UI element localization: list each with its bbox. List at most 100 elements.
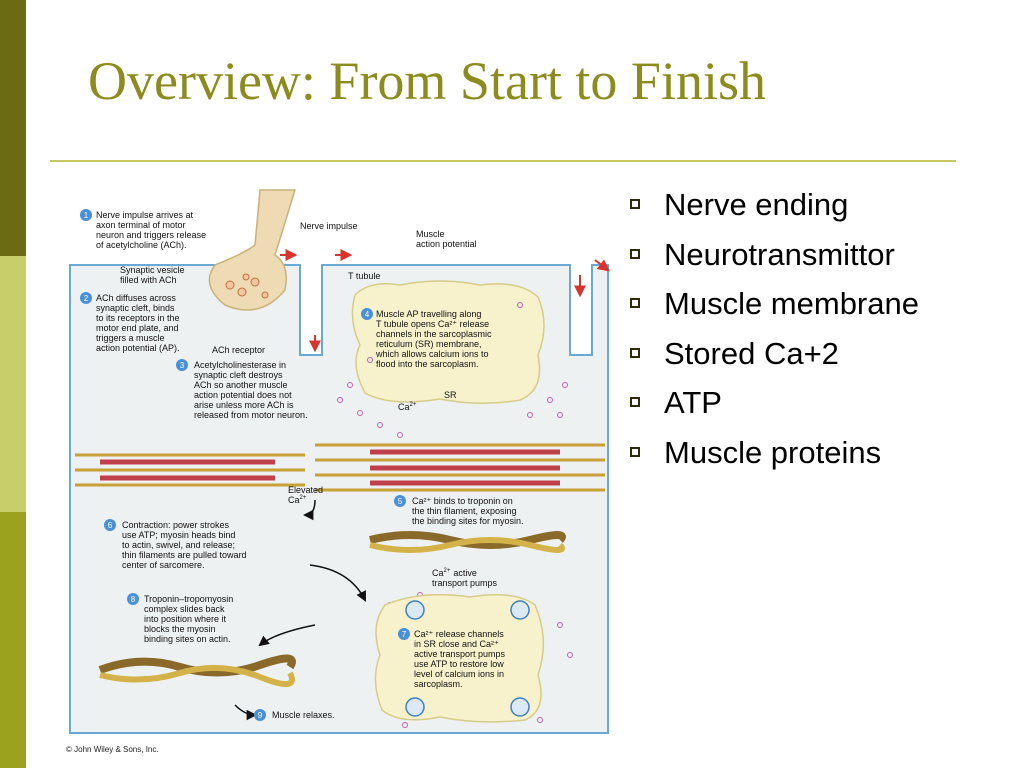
step-line: flood into the sarcoplasm. (376, 359, 479, 369)
step-line: axon terminal of motor (96, 220, 186, 230)
step-number: 6 (108, 521, 113, 530)
step-line: Ca²⁺ release channels (414, 629, 504, 639)
label-ca-superscript: 2+ (410, 402, 417, 408)
step-text: Ca²⁺ release channels in SR close and Ca… (414, 629, 508, 689)
step-6: 6 Contraction: power strokes use ATP; my… (104, 519, 249, 570)
label-transport-pumps: transport pumps (432, 578, 498, 588)
label-action-potential: action potential (416, 239, 477, 249)
label-muscle: Muscle (416, 229, 445, 239)
thick-filaments (100, 449, 560, 486)
label-sr: SR (444, 390, 457, 400)
step-line: in SR close and Ca²⁺ (414, 639, 499, 649)
square-bullet-icon (630, 298, 640, 308)
label-filled-with-ach: filled with ACh (120, 275, 177, 285)
bullet-item: ATP (628, 378, 919, 428)
step-text: Muscle relaxes. (272, 710, 335, 720)
step-line: action potential (AP). (96, 343, 180, 353)
thin-filament-2 (98, 654, 296, 687)
label-ca-pumps: Ca2+active (432, 568, 477, 578)
step-line: reticulum (SR) membrane, (376, 339, 482, 349)
step-number: 1 (84, 211, 89, 220)
title-divider (50, 160, 956, 162)
square-bullet-icon (630, 248, 640, 259)
synaptic-vesicles (225, 273, 269, 299)
step-line: motor end plate, and (96, 323, 179, 333)
step-line: neuron and triggers release (96, 230, 206, 240)
step-line: Troponin–tropomyosin (144, 594, 233, 604)
label-ca-pumps-superscript: 2+ (444, 568, 451, 574)
step-line: to actin, swivel, and release; (122, 540, 235, 550)
step-line: synaptic cleft destroys (194, 370, 283, 380)
step-line: sarcoplasm. (414, 679, 463, 689)
step-5: 5 Ca²⁺ binds to troponin on the thin fil… (394, 495, 524, 526)
bullet-text: Muscle proteins (664, 434, 882, 470)
step-line: action potential does not (194, 390, 292, 400)
label-ca: Ca2+ (398, 402, 417, 412)
step-number: 4 (365, 310, 370, 319)
label-nerve-impulse: Nerve impulse (300, 221, 358, 231)
step-4: 4 Muscle AP travelling along T tubule op… (361, 308, 494, 369)
label-ca-pumps-text: Ca (432, 568, 444, 578)
step-line: the binding sites for myosin. (412, 516, 524, 526)
sarcoplasmic-reticulum-top (351, 280, 545, 405)
myofibrils-right (315, 443, 605, 492)
step-line: released from motor neuron. (194, 410, 308, 420)
step-line: arise unless more ACh is (194, 400, 294, 410)
bullet-item: Nerve ending (628, 180, 919, 230)
label-synaptic-vesicle: Synaptic vesicle (120, 265, 185, 275)
step-line: of acetylcholine (ACh). (96, 240, 187, 250)
step-line: blocks the myosin (144, 624, 216, 634)
step-number-badge (254, 709, 266, 721)
figure-credit: © John Wiley & Sons, Inc. (66, 745, 159, 754)
step-line: Muscle relaxes. (272, 710, 335, 720)
decorative-sidebar (0, 0, 26, 768)
step-number-badge (398, 628, 410, 640)
step-line: binding sites on actin. (144, 634, 231, 644)
step-1: 1 Nerve impulse arrives at axon terminal… (80, 209, 206, 250)
bullet-item: Muscle membrane (628, 279, 919, 329)
thin-filament-1 (369, 531, 566, 553)
bullet-text: Nerve ending (664, 187, 849, 222)
bullet-text: Muscle membrane (664, 286, 919, 321)
myofibrils-left (75, 453, 305, 487)
bullet-text: Stored Ca+2 (664, 335, 839, 371)
step-line: channels in the sarcoplasmic (376, 329, 492, 339)
bullet-text: Neurotransmittor (664, 236, 895, 272)
step-text: ACh diffuses across synaptic cleft, bind… (96, 293, 182, 353)
step-line: to its receptors in the (96, 313, 180, 323)
step-line: which allows calcium ions to (375, 349, 489, 359)
step-number: 3 (180, 361, 185, 370)
step-number: 7 (402, 630, 407, 639)
step-text: Troponin–tropomyosin complex slides back… (144, 594, 236, 644)
step-number-badge (80, 292, 92, 304)
step-line: ACh diffuses across (96, 293, 176, 303)
flow-arrow (302, 499, 316, 521)
bullet-text: ATP (664, 385, 722, 420)
step-line: T tubule opens Ca²⁺ release (376, 319, 489, 329)
step-line: the thin filament, exposing (412, 506, 517, 516)
step-line: center of sarcomere. (122, 560, 205, 570)
step-number-badge (80, 209, 92, 221)
step-number: 9 (258, 711, 263, 720)
step-text: Acetylcholinesterase in synaptic cleft d… (194, 360, 308, 420)
step-number-badge (104, 519, 116, 531)
step-text: Muscle AP travelling along T tubule open… (375, 309, 494, 369)
step-number-badge (176, 359, 188, 371)
square-bullet-icon (630, 347, 640, 358)
square-bullet-icon (630, 446, 640, 457)
step-line: Acetylcholinesterase in (194, 360, 286, 370)
step-2: 2 ACh diffuses across synaptic cleft, bi… (80, 292, 182, 353)
step-number: 2 (84, 294, 89, 303)
step-number: 5 (398, 497, 403, 506)
bullet-item: Muscle proteins (628, 428, 919, 478)
step-line: use ATP to restore low (414, 659, 504, 669)
step-line: ACh so another muscle (194, 380, 288, 390)
axon-terminal (208, 189, 297, 311)
step-line: Ca²⁺ binds to troponin on (412, 496, 513, 506)
step-line: complex slides back (144, 604, 225, 614)
step-7: 7 Ca²⁺ release channels in SR close and … (398, 628, 508, 689)
step-line: Nerve impulse arrives at (96, 210, 194, 220)
step-text: Contraction: power strokes use ATP; myos… (122, 520, 249, 570)
step-line: level of calcium ions in (414, 669, 504, 679)
square-bullet-icon (630, 199, 640, 209)
